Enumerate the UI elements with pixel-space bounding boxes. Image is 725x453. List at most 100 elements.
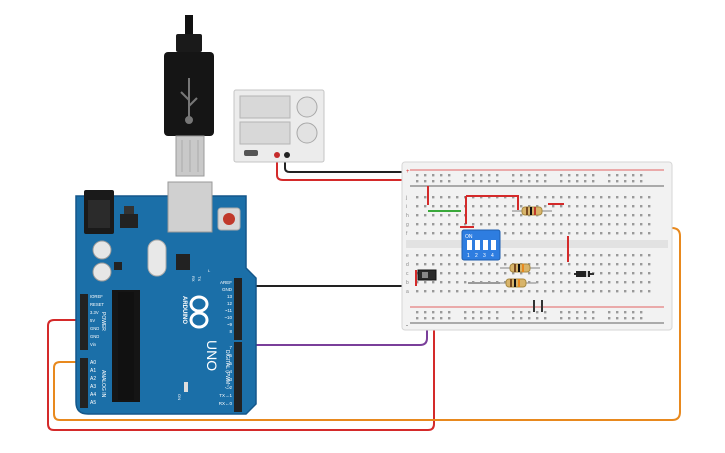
- breadboard-hole: [640, 281, 643, 284]
- reset-button-cap: [223, 213, 235, 225]
- breadboard-hole: [560, 180, 563, 183]
- resistor-2[interactable]: [500, 263, 540, 273]
- breadboard-hole: [624, 214, 627, 217]
- breadboard-hole: [440, 205, 443, 208]
- breadboard-hole: [448, 232, 451, 235]
- bb-wire-red-2[interactable]: [466, 195, 519, 210]
- dip-toggle-3[interactable]: [483, 240, 488, 250]
- breadboard-hole: [520, 311, 523, 314]
- usb-cable[interactable]: [164, 15, 214, 177]
- breadboard-hole: [632, 205, 635, 208]
- breadboard-hole: [432, 180, 435, 183]
- breadboard-hole: [648, 254, 651, 257]
- pin-label: ~10: [224, 315, 232, 320]
- breadboard-hole: [488, 290, 491, 293]
- breadboard-hole: [608, 174, 611, 177]
- breadboard-hole: [448, 205, 451, 208]
- dip-switch[interactable]: ON 1 2 3 4: [461, 229, 501, 261]
- voltage-knob[interactable]: [296, 96, 318, 118]
- digital-header-bottom: [234, 342, 242, 412]
- breadboard-hole: [536, 317, 539, 320]
- breadboard-hole: [512, 223, 515, 226]
- breadboard-hole: [504, 214, 507, 217]
- breadboard-hole: [608, 290, 611, 293]
- row-letter: j: [405, 195, 407, 201]
- arduino-logo-icon: [189, 295, 209, 329]
- pin-label: GND: [222, 287, 233, 292]
- breadboard-hole: [608, 272, 611, 275]
- breadboard-hole: [568, 205, 571, 208]
- wire-gnd-black[interactable]: [244, 285, 424, 311]
- breadboard-hole: [576, 180, 579, 183]
- breadboard-hole: [584, 196, 587, 199]
- breadboard-hole: [584, 254, 587, 257]
- wire-psu-red[interactable]: [276, 160, 429, 193]
- breadboard-hole: [504, 281, 507, 284]
- power-supply[interactable]: [233, 89, 325, 163]
- breadboard-hole: [504, 196, 507, 199]
- breadboard-hole: [496, 205, 499, 208]
- resistor-3[interactable]: [496, 278, 536, 288]
- breadboard-hole: [504, 254, 507, 257]
- wire-pin7-purple[interactable]: [244, 287, 428, 346]
- pin-label: 4: [229, 369, 232, 374]
- psu-switch[interactable]: [244, 150, 258, 156]
- breadboard-hole: [432, 214, 435, 217]
- dip-toggle-2[interactable]: [475, 240, 480, 250]
- breadboard-hole: [504, 232, 507, 235]
- breadboard-hole: [536, 281, 539, 284]
- breadboard-hole: [496, 263, 499, 266]
- breadboard-hole: [424, 290, 427, 293]
- breadboard-hole: [632, 263, 635, 266]
- dip-toggle-1[interactable]: [467, 240, 472, 250]
- breadboard-hole: [520, 180, 523, 183]
- breadboard-hole: [544, 196, 547, 199]
- breadboard-hole: [528, 254, 531, 257]
- breadboard-hole: [536, 272, 539, 275]
- breadboard-hole: [456, 290, 459, 293]
- breadboard-hole: [512, 196, 515, 199]
- breadboard-hole: [416, 214, 419, 217]
- wire-a0-orange[interactable]: [53, 227, 681, 421]
- breadboard-hole: [432, 205, 435, 208]
- breadboard-hole: [568, 263, 571, 266]
- breadboard-hole: [528, 281, 531, 284]
- breadboard-hole: [488, 263, 491, 266]
- breadboard-hole: [472, 263, 475, 266]
- breadboard-hole: [624, 174, 627, 177]
- diode[interactable]: [576, 271, 590, 277]
- breadboard-hole: [448, 196, 451, 199]
- breadboard-hole: [544, 317, 547, 320]
- breadboard-hole: [632, 281, 635, 284]
- capacitor-2: [92, 262, 112, 282]
- breadboard-hole: [432, 254, 435, 257]
- breadboard-hole: [448, 317, 451, 320]
- breadboard[interactable]: + - j i h g f e d c b a: [401, 161, 673, 331]
- breadboard-hole: [432, 263, 435, 266]
- breadboard-hole: [608, 223, 611, 226]
- dip-toggle-4[interactable]: [491, 240, 496, 250]
- psu-negative-terminal[interactable]: [284, 152, 290, 158]
- breadboard-hole: [560, 263, 563, 266]
- usb-cable-cord: [185, 15, 193, 37]
- slide-switch[interactable]: [417, 269, 437, 281]
- pin-label: 7: [229, 345, 232, 350]
- breadboard-hole: [544, 281, 547, 284]
- arduino-uno-board[interactable]: ARDUINO UNO POWER ANALOG IN DIGITAL (PWM…: [75, 181, 257, 415]
- breadboard-hole: [424, 196, 427, 199]
- breadboard-hole: [632, 311, 635, 314]
- resistor-1[interactable]: [512, 206, 552, 216]
- breadboard-hole: [528, 196, 531, 199]
- breadboard-hole: [624, 254, 627, 257]
- current-knob[interactable]: [296, 122, 318, 144]
- wire-5v-red[interactable]: [47, 290, 435, 431]
- breadboard-hole: [496, 223, 499, 226]
- breadboard-hole: [448, 180, 451, 183]
- row-letter: h: [406, 213, 409, 219]
- breadboard-hole: [432, 290, 435, 293]
- breadboard-hole: [552, 290, 555, 293]
- breadboard-hole: [640, 290, 643, 293]
- breadboard-hole: [432, 174, 435, 177]
- psu-positive-terminal[interactable]: [274, 152, 280, 158]
